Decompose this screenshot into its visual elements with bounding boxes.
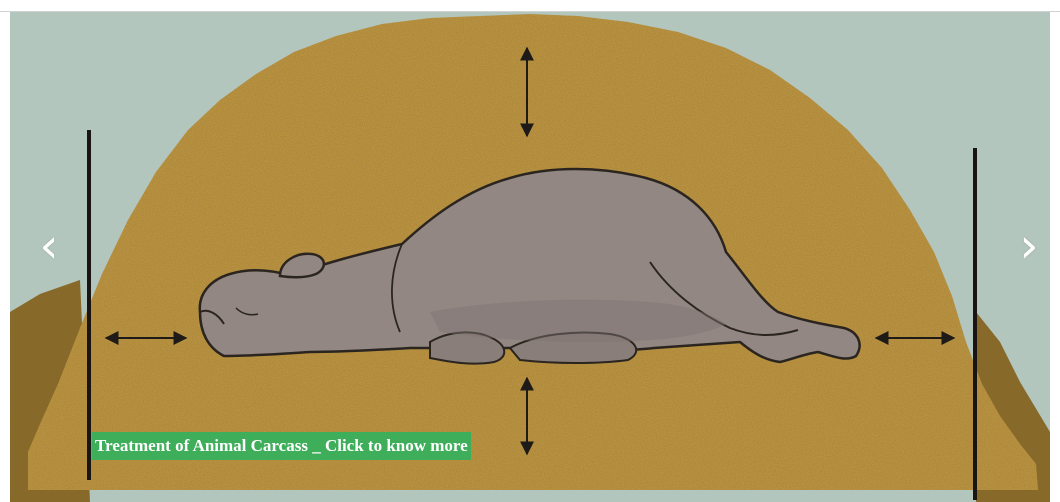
slide-caption-link[interactable]: Treatment of Animal Carcass _ Click to k… — [92, 432, 471, 460]
top-divider — [0, 0, 1060, 12]
chevron-left-icon[interactable]: ‹ — [32, 218, 66, 274]
carousel-slide[interactable] — [10, 12, 1050, 502]
carcass-burial-illustration — [10, 12, 1050, 502]
chevron-right-icon[interactable]: › — [1012, 218, 1046, 274]
